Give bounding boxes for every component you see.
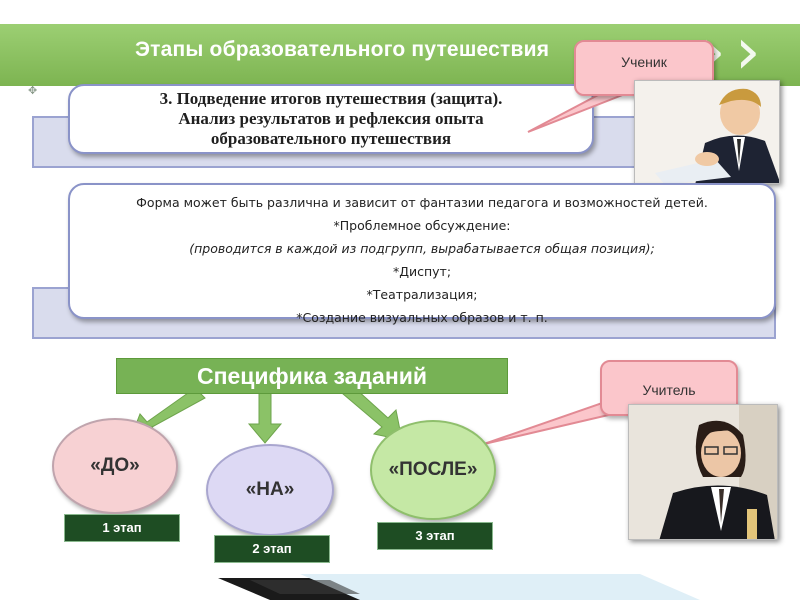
chevron-right-icon: › [735,15,761,89]
summary-line-2: Анализ результатов и рефлексия опыта [178,109,484,128]
forms-line-2: *Проблемное обсуждение: [333,218,511,233]
task-circle-before: «ДО» [52,418,178,514]
task-circle-after-label: «ПОСЛЕ» [388,459,478,480]
summary-line-1: 3. Подведение итогов путешествия (защита… [159,89,503,108]
task-circle-during-label: «НА» [245,479,295,500]
student-figure [635,81,779,183]
forms-line-1: Форма может быть различна и зависит от ф… [136,195,708,210]
task-circle-after: «ПОСЛЕ» [370,420,496,520]
page-title: Этапы образовательного путешествия [135,38,550,61]
stage-label-3: 3 этап [377,522,493,550]
bottom-decoration [218,574,700,600]
student-photo [634,80,780,184]
stage-label-1: 1 этап [64,514,180,542]
student-callout-label: Ученик [621,54,667,70]
teacher-figure [629,405,777,539]
ornament-icon: ✥ [28,85,38,97]
forms-line-3: (проводится в каждой из подгрупп, выраба… [189,241,655,256]
teacher-callout-label: Учитель [642,382,696,398]
forms-line-5: *Театрализация; [366,287,478,302]
teacher-photo [628,404,778,540]
stage-label-2: 2 этап [214,535,330,563]
forms-line-6: *Создание визуальных образов и т. п. [296,310,548,325]
summary-line-3: образовательного путешествия [210,129,452,148]
task-circle-during: «НА» [206,444,334,536]
forms-line-4: *Диспут; [392,264,452,279]
forms-card: Форма может быть различна и зависит от ф… [68,183,776,325]
task-circle-before-label: «ДО» [90,455,140,476]
summary-card: 3. Подведение итогов путешествия (защита… [68,84,594,154]
tasks-label: Специфика заданий [116,358,508,394]
